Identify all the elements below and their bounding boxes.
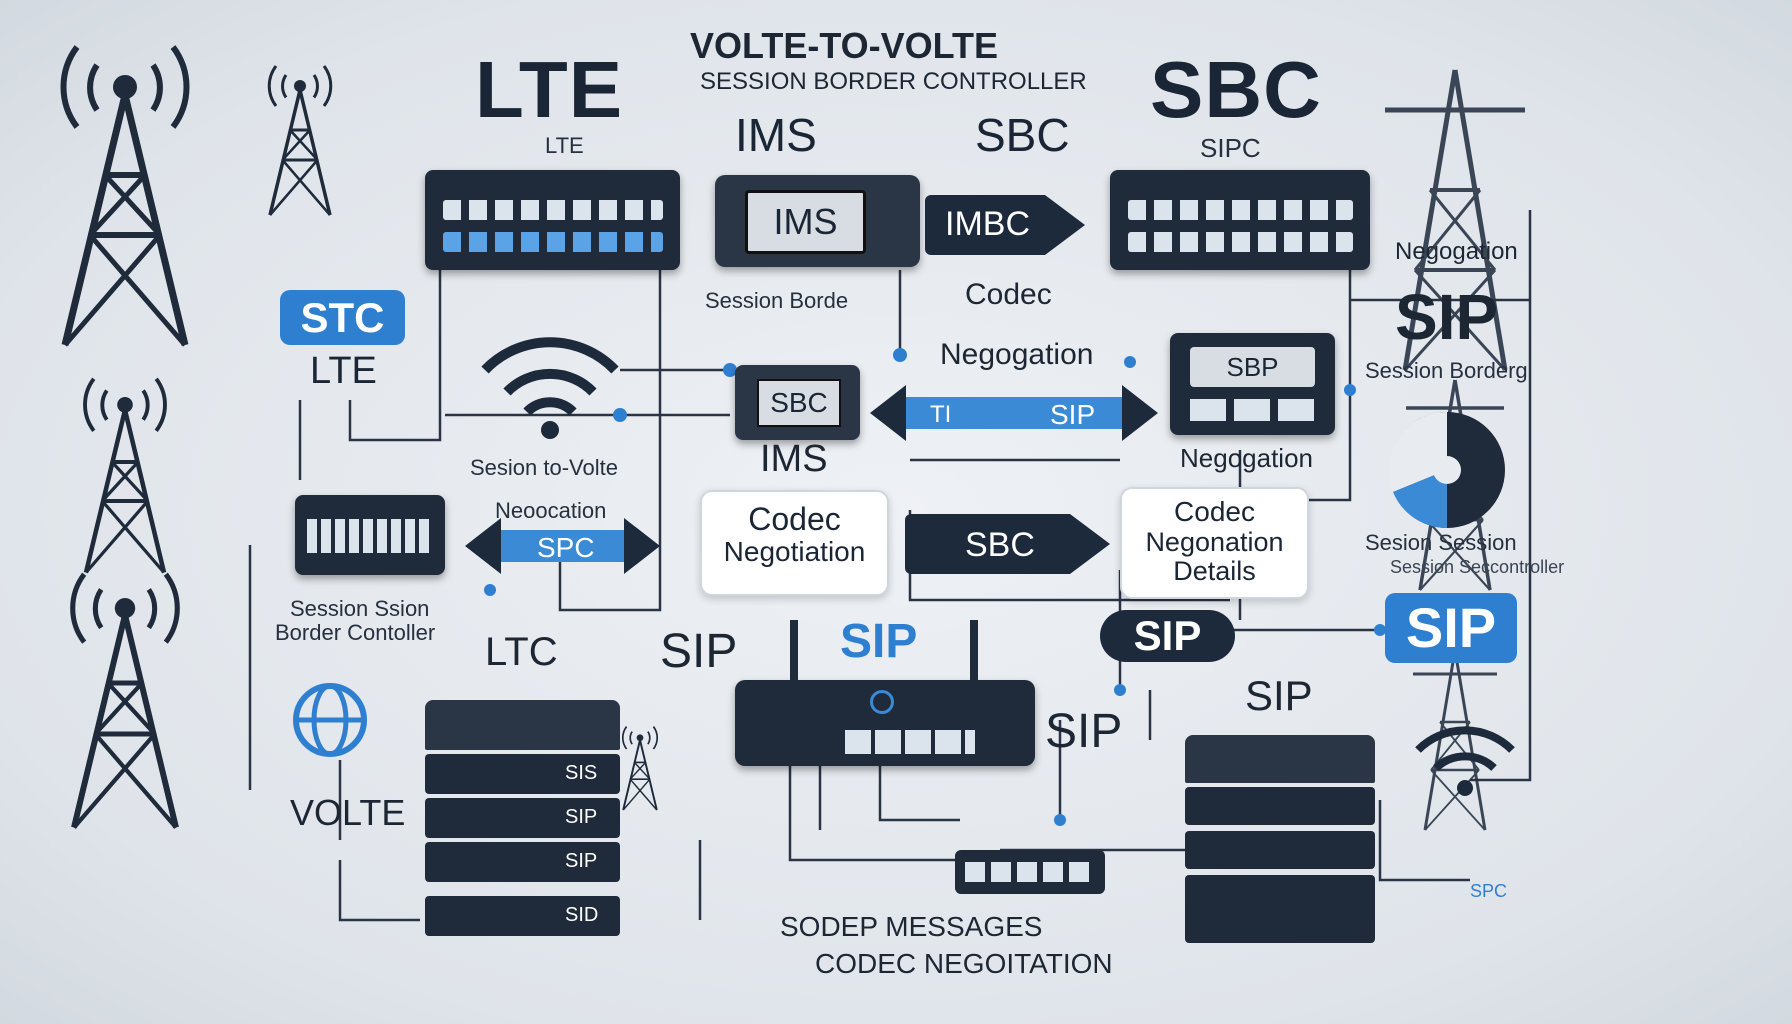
small-switch-device (955, 850, 1105, 894)
codec-negotiation-box: Codec Negotiation (700, 490, 889, 596)
label-sip-right-big: SIP (1395, 281, 1499, 353)
cell-tower-icon (267, 64, 333, 217)
heading-sbc: SBC (1150, 45, 1322, 134)
label-codec-neg-bottom: CODEC NEGOITATION (815, 948, 1113, 979)
label-sbc-top: SBC (975, 109, 1070, 161)
cell-tower-icon (85, 379, 165, 573)
label-session-border-right: Session Borderg (1365, 358, 1528, 383)
codec-neg-line2: Negotiation (723, 536, 866, 568)
server-label: SIP (565, 850, 598, 872)
label-border-contoller: Border Contoller (275, 620, 436, 645)
cell-tower-icon (63, 47, 186, 345)
label-session-sesion: Sesion Session (1365, 530, 1517, 555)
sip-double-arrow: TI SIP (870, 385, 1160, 441)
pie-chart-icon (1388, 411, 1505, 529)
codec-neg-line1: Codec (748, 501, 841, 537)
cell-tower-icon (73, 574, 178, 827)
sbc-device: SBC (735, 365, 860, 440)
sbc-arrow: SBC (905, 514, 1110, 574)
sbc-arrow-label: SBC (965, 526, 1035, 564)
label-ims-mid: IMS (760, 438, 828, 480)
label-negogation-right: Negogation (1395, 238, 1518, 265)
central-router-device (735, 680, 1035, 766)
server-stack-left: SIS SIP SIP SID (425, 700, 620, 950)
label-sipc: SIPC (1200, 133, 1261, 163)
label-lte-small: LTE (545, 133, 584, 158)
codec-details-line2: Negonation (1145, 526, 1284, 557)
ims-server-device: IMS (715, 175, 920, 267)
antenna-icon (970, 620, 978, 685)
server-label: SIP (565, 806, 598, 828)
router-device (295, 495, 445, 575)
label-negogation-mid: Negogation (940, 338, 1094, 371)
codec-details-line1: Codec (1174, 496, 1255, 527)
rack-switch-device (425, 170, 680, 270)
spc-double-arrow: SPC (465, 518, 660, 574)
codec-negotiation-details-box: Codec Negonation Details (1120, 487, 1309, 599)
heading-lte: LTE (475, 45, 624, 134)
sbp-device: SBP (1170, 333, 1335, 435)
stc-badge: STC (280, 290, 405, 345)
label-volte: VOLTE (290, 792, 406, 833)
spc-arrow-label: SPC (537, 532, 595, 563)
label-session-ssion: Session Ssion (290, 596, 430, 621)
imbc-arrow: IMBC (925, 195, 1085, 255)
label-neoocation: Neoocation (495, 498, 607, 523)
label-sip-center: SIP (840, 615, 918, 668)
label-ltc: LTC (485, 630, 558, 674)
codec-details-line3: Details (1173, 556, 1256, 587)
label-ims-top: IMS (735, 109, 817, 161)
antenna-icon (790, 620, 798, 685)
rack-switch-device (1110, 170, 1370, 270)
diagram-subtitle: SESSION BORDER CONTROLLER (700, 68, 1087, 95)
imbc-label: IMBC (945, 205, 1030, 243)
label-spc-small: SPC (1470, 881, 1508, 901)
server-label: SIS (565, 762, 598, 784)
sip-pill: SIP (1100, 610, 1235, 662)
server-stack-right (1185, 735, 1375, 945)
globe-icon (293, 683, 367, 757)
label-session-controller: Session Seccontroller (1390, 557, 1565, 577)
label-sip-lower1: SIP (1245, 672, 1313, 719)
server-label: SID (565, 904, 599, 926)
sbp-device-label: SBP (1190, 347, 1315, 387)
wifi-icon (481, 337, 619, 439)
cell-tower-icon (621, 725, 659, 811)
label-session-borde: Session Borde (705, 288, 849, 313)
label-sip-left: SIP (660, 625, 738, 678)
sip-box-right: SIP (1385, 593, 1517, 663)
label-negogation-lower: Negogation (1180, 443, 1313, 473)
label-sip-lower2: SIP (1045, 705, 1123, 758)
sip-arrow-label: SIP (1050, 399, 1096, 430)
wifi-icon (1415, 726, 1515, 796)
label-sodep: SODEP MESSAGES (780, 911, 1043, 942)
sbc-device-label: SBC (757, 379, 841, 427)
label-sesion-to-volte: Sesion to-Volte (470, 455, 618, 480)
ims-screen-label: IMS (745, 190, 866, 254)
label-lte-left: LTE (310, 350, 377, 392)
ti-label: TI (930, 401, 952, 428)
label-codec: Codec (965, 278, 1052, 311)
diagram-title: VOLTE-TO-VOLTE (690, 25, 998, 66)
